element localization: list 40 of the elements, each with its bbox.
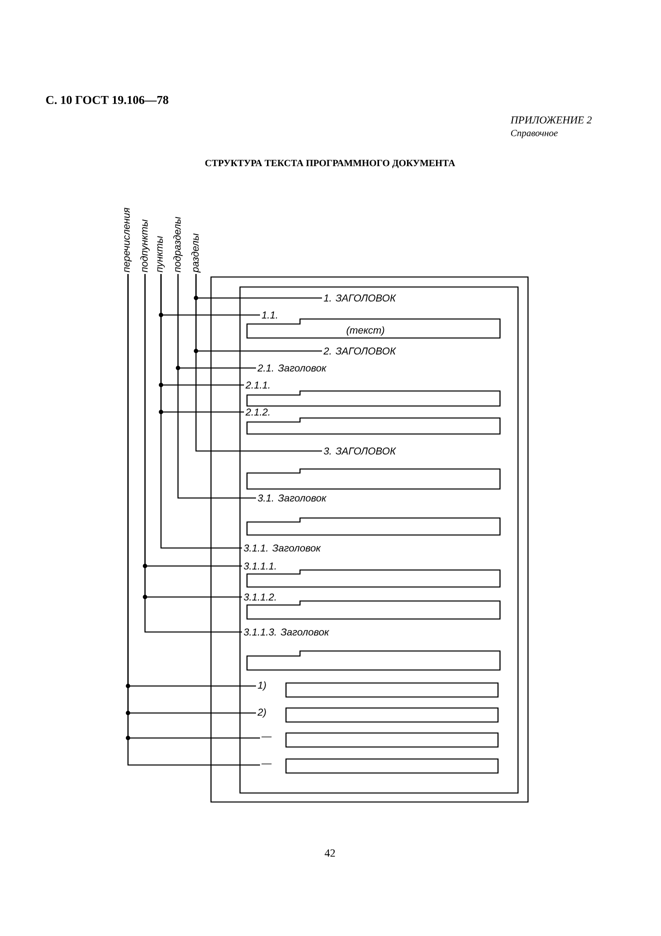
- text-block-bar: (текст): [246, 318, 501, 339]
- title: СТРУКТУРА ТЕКСТА ПРОГРАММНОГО ДОКУМЕНТА: [205, 160, 456, 168]
- level-label: подпункты: [140, 220, 150, 272]
- page-number: 42: [324, 849, 335, 857]
- page-header: С. 10 ГОСТ 19.106—78: [46, 96, 168, 104]
- level-label: пункты: [157, 236, 165, 272]
- heading-label: 2.1.2.: [246, 408, 270, 416]
- heading-label: 2.1. Заголовок: [258, 364, 327, 372]
- text-block-bar: [285, 707, 499, 723]
- heading-label: 3.1. Заголовок: [258, 494, 327, 502]
- heading-label: 1): [258, 681, 266, 691]
- text-block-bar: [246, 468, 501, 490]
- heading-label: 1.1.: [262, 312, 277, 318]
- connector-line: [195, 274, 322, 452]
- heading-label: 1. ЗАГОЛОВОК: [324, 294, 396, 302]
- text-block-bar: [246, 417, 501, 435]
- heading-label: 3.1.1.2.: [244, 593, 276, 601]
- text-block-bar: [246, 650, 501, 671]
- text-block-bar: [285, 758, 499, 774]
- connector-line: [160, 274, 242, 549]
- heading-label: 2.1.1.: [246, 382, 270, 388]
- heading-label: 3.1.1.1.: [244, 562, 276, 570]
- appendix-label: ПРИЛОЖЕНИЕ 2: [510, 116, 592, 124]
- heading-label: 2. ЗАГОЛОВОК: [324, 347, 396, 355]
- heading-label: 3. ЗАГОЛОВОК: [324, 447, 396, 455]
- appendix-note: Справочное: [511, 130, 558, 138]
- heading-label: 3.1.1.3. Заголовок: [244, 628, 330, 636]
- text-block-bar: [285, 732, 499, 748]
- heading-label: 3.1.1. Заголовок: [244, 544, 321, 552]
- heading-label: 2): [258, 708, 266, 718]
- text-block-bar: [285, 682, 499, 698]
- level-label: разделы: [191, 233, 201, 273]
- text-block-bar: [246, 600, 501, 620]
- text-block-bar: [246, 390, 501, 407]
- text-block-bar: [246, 517, 501, 536]
- text-block-bar: [246, 569, 501, 588]
- heading-label: —: [262, 736, 272, 738]
- level-label: перечисления: [124, 208, 132, 272]
- connector-line: [177, 274, 256, 499]
- level-label: подразделы: [173, 216, 183, 272]
